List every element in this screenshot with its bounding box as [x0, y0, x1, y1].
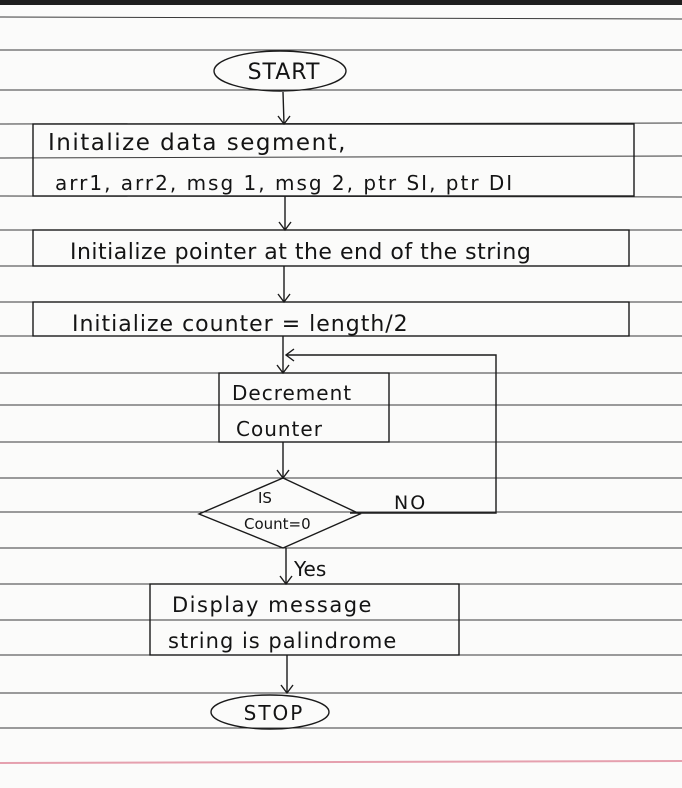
- init-counter-box: [32, 301, 630, 337]
- yes-label: Yes: [293, 557, 326, 581]
- count-zero-decision: IS Count=0: [197, 477, 362, 549]
- start-label: START: [248, 60, 321, 85]
- decrement-box: [218, 372, 390, 443]
- arrow-to-stop: [280, 655, 294, 695]
- stop-ellipse: [210, 694, 330, 730]
- decrement-process: Decrement Counter: [218, 372, 390, 443]
- decision-line2: Count=0: [244, 515, 311, 533]
- arrow-to-decision: [276, 442, 290, 480]
- decision-diamond: [197, 477, 362, 549]
- init-data-box: [32, 123, 635, 197]
- arrow-start-to-init: [277, 91, 291, 126]
- top-dark-edge: [0, 0, 682, 5]
- no-loop-arrow: [284, 348, 497, 514]
- arrow-to-init-counter: [277, 266, 291, 304]
- display-process: Display message string is palindrome: [149, 583, 460, 656]
- init-counter-process: Initialize counter = length/2: [32, 301, 630, 337]
- display-line1: Display message: [172, 593, 373, 617]
- init-pointer-box: [32, 229, 630, 267]
- init-pointer-process: Initialize pointer at the end of the str…: [32, 229, 630, 267]
- init-pointer-label: Initialize pointer at the end of the str…: [70, 240, 531, 265]
- start-terminal: START: [213, 50, 347, 92]
- decrement-line2: Counter: [236, 417, 323, 441]
- init-data-line2: arr1, arr2, msg 1, msg 2, ptr SI, ptr DI: [55, 171, 514, 195]
- start-ellipse: [213, 50, 347, 92]
- stop-label: STOP: [244, 701, 305, 725]
- arrow-yes-to-display: [279, 548, 293, 586]
- decision-line1: IS: [258, 489, 272, 507]
- display-line2: string is palindrome: [168, 629, 397, 653]
- decrement-line1: Decrement: [232, 381, 352, 405]
- arrow-to-init-pointer: [278, 196, 292, 232]
- init-data-line1: Initalize data segment,: [48, 130, 347, 156]
- init-data-process: Initalize data segment, arr1, arr2, msg …: [32, 123, 635, 197]
- init-counter-label: Initialize counter = length/2: [72, 312, 409, 337]
- display-box: [149, 583, 460, 656]
- no-label: NO: [394, 492, 427, 514]
- stop-terminal: STOP: [210, 694, 330, 730]
